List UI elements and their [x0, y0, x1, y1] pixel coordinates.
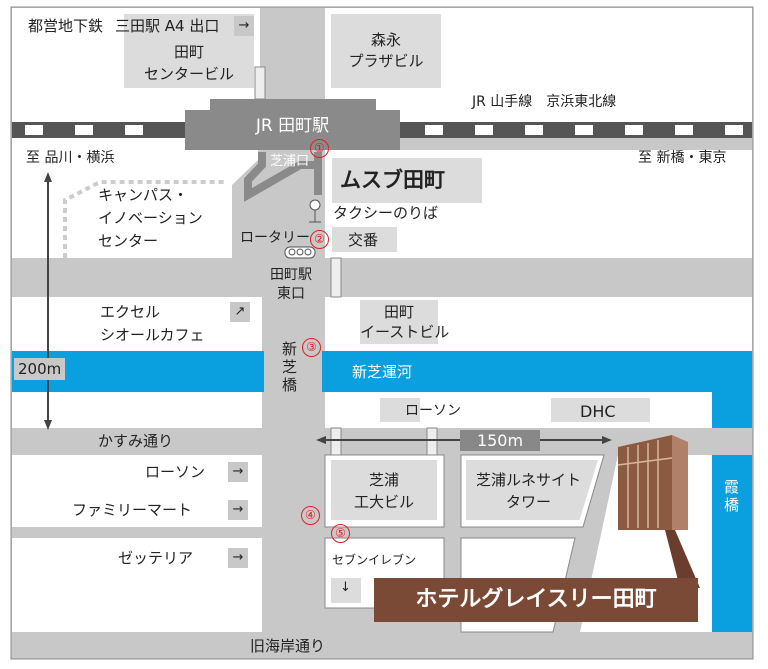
- east-building-label: イーストビル: [360, 323, 450, 341]
- marker-1: ①: [310, 139, 329, 158]
- block: [12, 392, 262, 428]
- dhc-label: DHC: [580, 402, 616, 421]
- hotel-label: ホテルグレイスリー田町: [374, 578, 698, 622]
- arrow-right-icon: →: [228, 500, 248, 520]
- tamachi-center-building: [124, 14, 254, 88]
- seven-eleven-building: [331, 578, 361, 603]
- shibaura-it-label: 工大ビル: [353, 493, 414, 511]
- marker-4: ④: [301, 506, 320, 525]
- musubu-label: ムスブ田町: [340, 168, 445, 192]
- subway-exit-label: 三田駅 A4 出口: [115, 17, 220, 35]
- morinaga-label: プラザビル: [348, 52, 424, 70]
- dhc-building: [551, 398, 650, 422]
- to-shinagawa-label: 至 品川・横浜: [26, 150, 115, 166]
- kasumi-street-label: かすみ通り: [98, 432, 174, 450]
- lawson-top-label: ローソン: [405, 403, 461, 419]
- rotary-label: ロータリー: [240, 230, 310, 246]
- traffic-light-icon: [284, 246, 316, 259]
- shinshibabashi-label: 新芝橋: [282, 340, 298, 394]
- crosswalks: [254, 66, 438, 456]
- east-exit-label: 田町駅: [270, 267, 312, 283]
- arrow-right-icon: →: [228, 548, 248, 568]
- to-shinbashi-label: 至 新橋・東京: [638, 150, 727, 166]
- station-building: [185, 99, 400, 150]
- canal: [322, 351, 752, 392]
- koban-building: [332, 227, 397, 252]
- distance-150-label: 150m: [476, 431, 524, 450]
- renaissance-label: 芝浦ルネサイト: [475, 471, 581, 489]
- excel-cafe-label: エクセル: [100, 303, 161, 321]
- east-building-label: 田町: [383, 303, 414, 321]
- taxi-label: タクシーのりば: [333, 204, 439, 222]
- taxi-sign-icon: [309, 199, 321, 223]
- railway-ties: [25, 125, 743, 135]
- shibaura-it-label: 芝浦: [368, 471, 399, 489]
- morinaga-building: [331, 14, 441, 88]
- block: [12, 538, 262, 632]
- east-exit-label: 東口: [277, 286, 305, 302]
- tamachi-center-label: センタービル: [143, 65, 234, 83]
- tamachi-east-building: [360, 300, 438, 344]
- jr-station-label: JR 田町駅: [255, 116, 330, 136]
- familymart-label: ファミリーマート: [72, 501, 193, 519]
- kasumi-bridge-label: 霞橋: [724, 478, 740, 514]
- arrow-diagonal-icon: ↗: [230, 302, 250, 322]
- campus-label: キャンパス・: [98, 186, 189, 204]
- lawson-left-label: ローソン: [145, 463, 206, 481]
- distance-200-label: 200m: [14, 358, 66, 380]
- campus-label: センター: [98, 232, 159, 250]
- subway-label: 都営地下鉄: [28, 17, 104, 35]
- marker-5: ⑤: [331, 524, 350, 543]
- renaissance-tower-building: [466, 460, 598, 520]
- arrow-right-icon: →: [234, 16, 254, 36]
- marker-3: ③: [302, 338, 321, 357]
- tamachi-center-label: 田町: [173, 43, 204, 61]
- excel-cafe-label: シオールカフェ: [100, 326, 205, 344]
- shibaura-it-building: [331, 460, 437, 520]
- canal-label: 新芝運河: [352, 363, 413, 381]
- renaissance-label: タワー: [505, 493, 551, 511]
- block: [12, 297, 262, 351]
- koban-label: 交番: [348, 231, 379, 249]
- shibaura-exit-label: 芝浦口: [270, 154, 310, 169]
- arrow-down-icon: ↓: [340, 580, 351, 595]
- block: [12, 138, 258, 258]
- campus-label: イノベーション: [98, 209, 203, 227]
- block: [12, 455, 262, 527]
- zetteria-label: ゼッテリア: [118, 549, 194, 567]
- campus-path: [63, 180, 225, 258]
- jr-lines-label: JR 山手線 京浜東北線: [472, 94, 617, 110]
- kyukaigan-street-label: 旧海岸通り: [250, 637, 326, 655]
- arrow-right-icon: →: [228, 462, 248, 482]
- hotel-building-icon: [617, 435, 700, 588]
- canal: [712, 455, 752, 632]
- shibaura-passage: [244, 152, 322, 202]
- marker-2: ②: [310, 230, 329, 249]
- canal: [712, 351, 752, 428]
- musubu-building: [332, 158, 482, 203]
- seven-eleven-label: セブンイレブン: [332, 553, 417, 567]
- lawson-top-building: [380, 398, 420, 422]
- morinaga-label: 森永: [370, 31, 401, 49]
